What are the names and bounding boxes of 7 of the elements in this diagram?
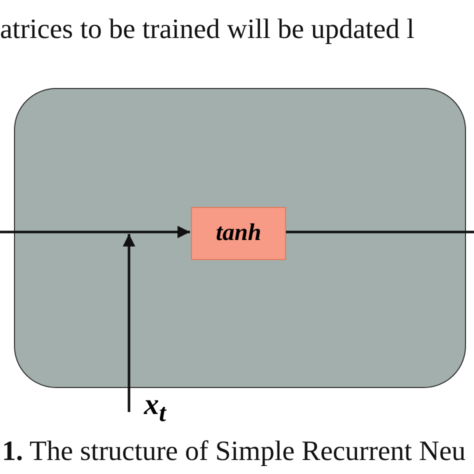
input-label: x$_{t}$ [144, 390, 184, 426]
figure-caption: 1. The structure of Simple Recurrent Neu [2, 436, 466, 468]
text-fragment: atrices to be trained will be updated l [0, 14, 414, 46]
cell-container [14, 88, 466, 388]
arrow [0, 226, 190, 238]
activation-box: tanh [191, 207, 286, 260]
arrow [122, 234, 136, 412]
